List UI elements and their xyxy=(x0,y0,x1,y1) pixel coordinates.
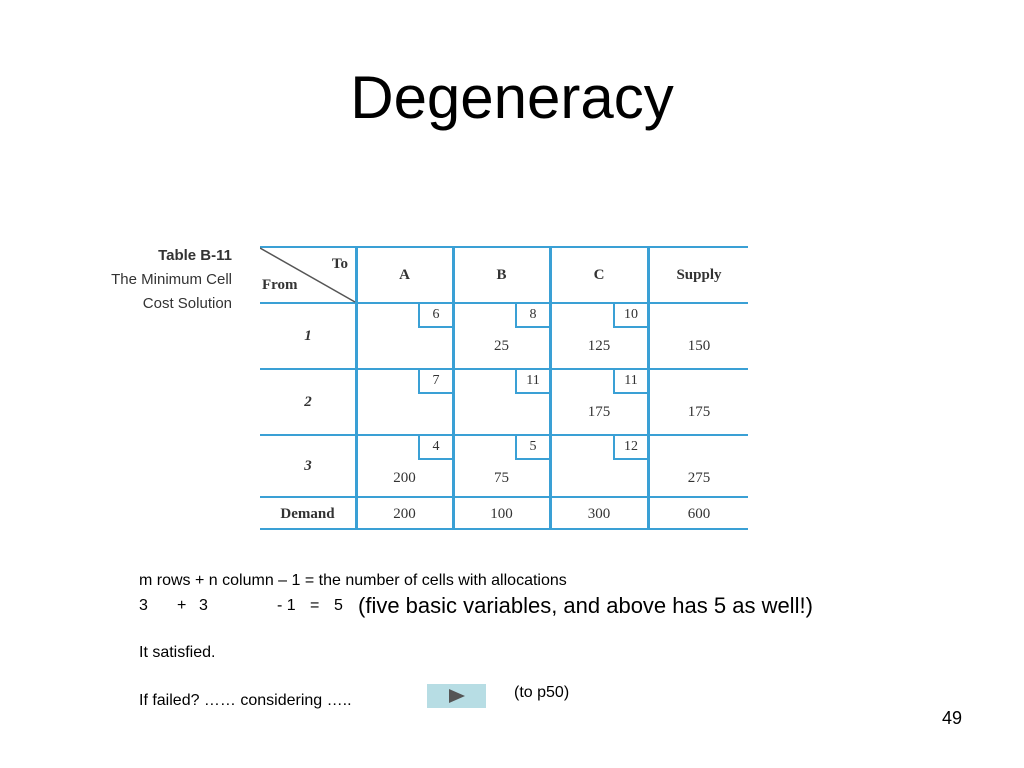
column-header-c: C xyxy=(593,266,605,283)
table-cell-1b: 8 25 xyxy=(454,304,549,368)
table-cell-3c: 12 xyxy=(551,436,647,496)
table-caption-number: Table B-11 xyxy=(158,247,232,264)
corner-diagonal-line xyxy=(260,247,356,303)
table-caption-line: The Minimum Cell xyxy=(111,271,232,288)
supply-value: 275 xyxy=(687,470,711,486)
table-cell-3b: 5 75 xyxy=(454,436,549,496)
play-triangle-icon xyxy=(448,689,465,703)
table-cell-1c: 10 125 xyxy=(551,304,647,368)
calc-m: 3 xyxy=(139,597,148,614)
demand-row-label: Demand xyxy=(280,505,335,522)
column-header-supply: Supply xyxy=(676,266,722,283)
table-cell-3a: 4 200 xyxy=(357,436,452,496)
demand-total: 600 xyxy=(687,505,711,522)
table-column-divider xyxy=(647,246,650,530)
cost-box: 10 xyxy=(613,304,647,328)
table-row-divider xyxy=(260,434,748,436)
table-cell-2c: 11 175 xyxy=(551,370,647,434)
allocation-value: 125 xyxy=(587,338,611,354)
allocation-value: 25 xyxy=(494,338,509,354)
demand-value-b: 100 xyxy=(490,505,513,522)
table-border-top xyxy=(260,246,748,248)
row-label-2: 2 xyxy=(304,393,312,410)
table-border-bottom xyxy=(260,528,748,530)
column-header-a: A xyxy=(399,266,410,283)
formula-text: m rows + n column – 1 = the number of ce… xyxy=(139,572,567,589)
table-corner-cell: To From xyxy=(260,246,356,303)
table-row-divider xyxy=(260,368,748,370)
corner-from-label: From xyxy=(262,277,298,293)
row-label-1: 1 xyxy=(304,327,312,344)
calculation-line: 3 + 3 - 1 = 5 (five basic variables, and… xyxy=(139,593,919,624)
demand-value-a: 200 xyxy=(393,505,416,522)
cost-box: 11 xyxy=(613,370,647,394)
table-cell-2b: 11 xyxy=(454,370,549,434)
cost-box: 5 xyxy=(515,436,549,460)
cost-box: 8 xyxy=(515,304,549,328)
calc-plus: + xyxy=(177,597,187,614)
calc-equals: = xyxy=(310,597,320,614)
table-header-divider xyxy=(260,302,748,304)
failed-text: If failed? …… considering ….. xyxy=(139,692,352,709)
column-header-b: B xyxy=(496,266,507,283)
cost-box: 6 xyxy=(418,304,452,328)
row-label-3: 3 xyxy=(304,457,312,474)
supply-value: 175 xyxy=(687,404,711,420)
calc-n: 3 xyxy=(199,597,208,614)
allocation-value: 75 xyxy=(494,470,509,486)
cost-box: 11 xyxy=(515,370,549,394)
allocation-value: 200 xyxy=(393,470,416,486)
cost-box: 7 xyxy=(418,370,452,394)
slide-title: Degeneracy xyxy=(350,64,674,131)
supply-cell-2: 175 xyxy=(650,370,748,434)
next-slide-button[interactable] xyxy=(427,684,486,708)
supply-value: 150 xyxy=(687,338,711,354)
calc-result: 5 xyxy=(334,597,343,614)
demand-value-c: 300 xyxy=(587,505,611,522)
supply-cell-3: 275 xyxy=(650,436,748,496)
table-cell-2a: 7 xyxy=(357,370,452,434)
table-column-divider xyxy=(549,246,552,530)
cost-box: 4 xyxy=(418,436,452,460)
table-cell-1a: 6 xyxy=(357,304,452,368)
corner-to-label: To xyxy=(331,256,348,272)
calc-comment: (five basic variables, and above has 5 a… xyxy=(358,593,813,618)
supply-cell-1: 150 xyxy=(650,304,748,368)
table-row-divider xyxy=(260,496,748,498)
table-column-divider xyxy=(452,246,455,530)
allocation-value: 175 xyxy=(587,404,611,420)
table-caption-line: Cost Solution xyxy=(142,295,232,312)
link-to-p50[interactable]: (to p50) xyxy=(514,684,570,701)
satisfied-text: It satisfied. xyxy=(139,644,216,661)
table-caption: Table B-11 The Minimum Cell Cost Solutio… xyxy=(82,244,232,316)
transportation-table: To From A B C Supply 1 6 8 25 10 125 150… xyxy=(260,246,748,530)
page-number: 49 xyxy=(941,708,962,728)
calc-minus: - 1 xyxy=(277,597,296,614)
table-column-divider xyxy=(355,246,358,530)
cost-box: 12 xyxy=(613,436,647,460)
